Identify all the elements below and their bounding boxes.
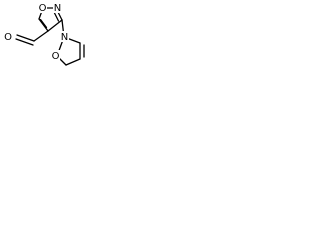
atom-bg-ring2-oxygen [51,50,60,61]
atom-bg-ring1-oxygen [38,2,47,13]
bond-c4-cho [33,30,49,42]
bond-c-ch2 [65,58,81,66]
molecule-canvas: O N O N O [0,0,99,70]
atom-ring2-oxygen: O [52,51,60,62]
atom-ring1-oxygen: O [39,3,47,14]
bond-c4-c5 [38,18,49,32]
bond-cho-o [16,34,35,42]
atom-bg-ring2-nitrogen [60,31,69,42]
atom-bg-ring1-nitrogen [53,2,62,13]
bond-cho-o-double [15,38,34,46]
bond-n2-c3-double [53,11,60,22]
bond-c4-c5-double [39,18,48,29]
atom-aldehyde-oxygen: O [4,32,12,43]
atom-ring1-nitrogen: N [54,3,61,14]
atom-ring2-nitrogen: N [61,32,68,43]
chemical-structure-diagram: O N O N O [3,2,85,66]
bond-c3-c4 [47,19,63,32]
atom-bg-aldehyde-oxygen [3,31,13,42]
